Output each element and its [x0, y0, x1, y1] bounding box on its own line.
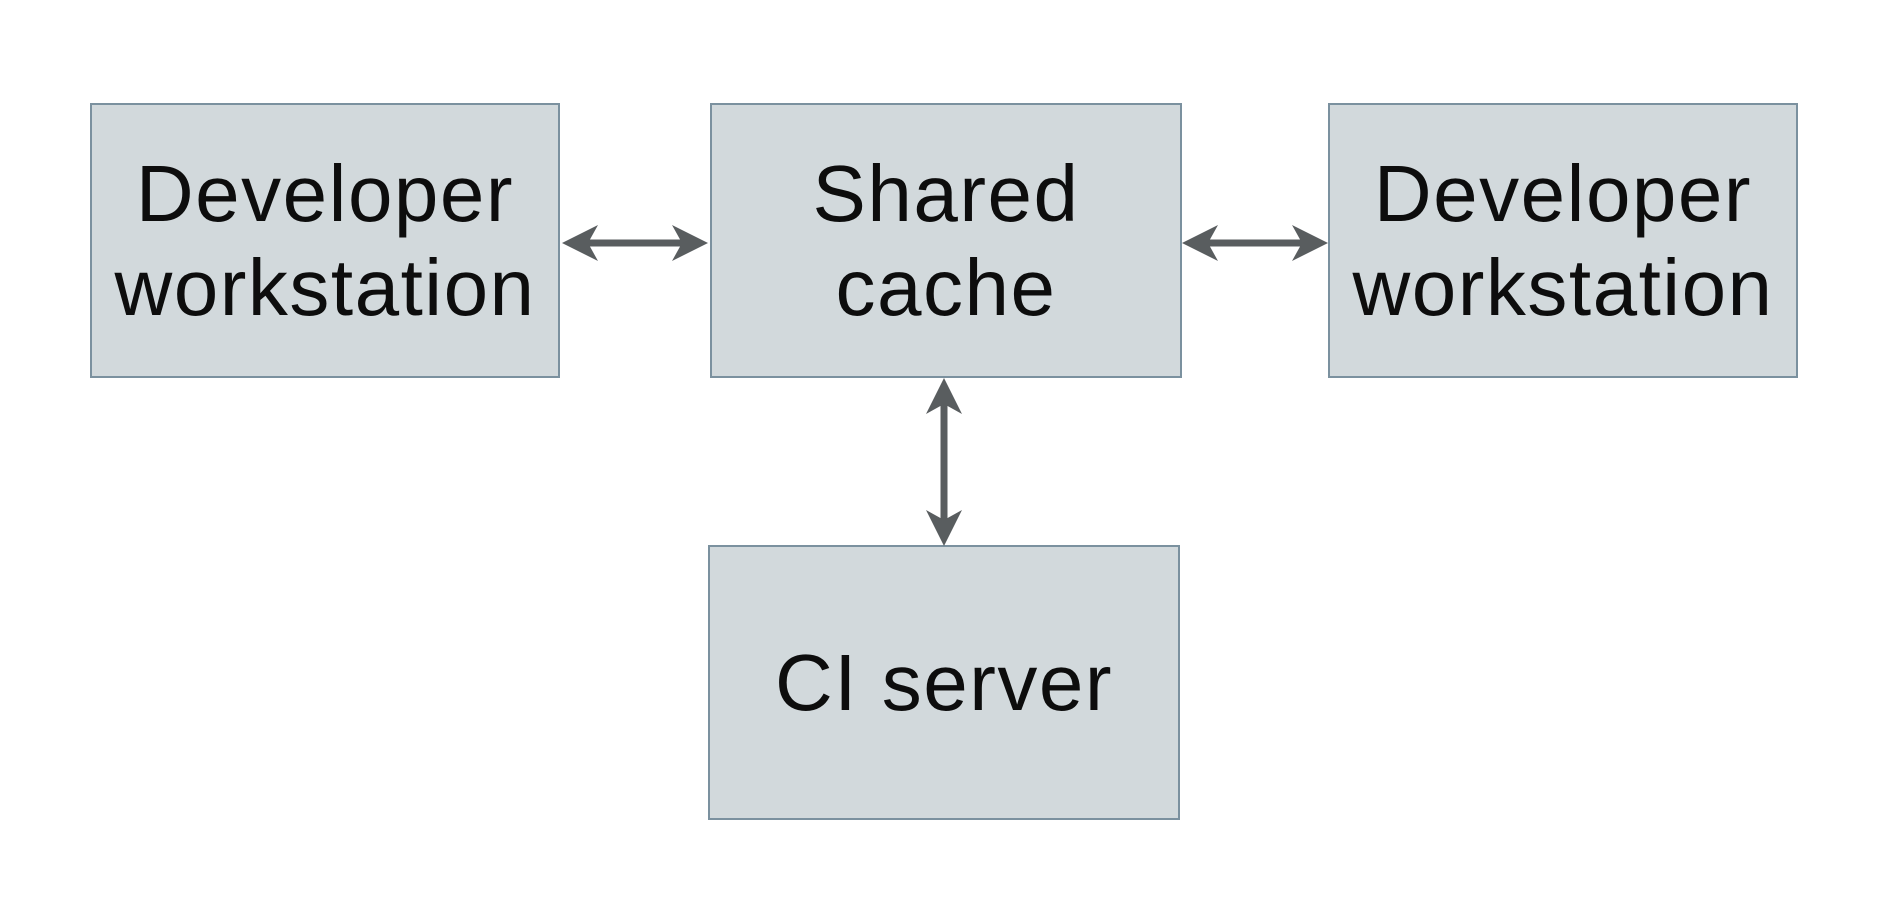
bidirectional-arrow-cache-to-ci-server [926, 378, 962, 546]
node-developer-workstation-left: Developer workstation [90, 103, 560, 378]
bidirectional-arrow-left-workstation-to-cache [562, 225, 708, 261]
node-label-developer-workstation-right: Developer workstation [1352, 148, 1774, 332]
node-ci-server: CI server [708, 545, 1180, 820]
node-label-shared-cache: Shared cache [812, 148, 1080, 332]
bidirectional-arrow-cache-to-right-workstation [1182, 225, 1328, 261]
node-label-developer-workstation-left: Developer workstation [114, 148, 536, 332]
node-label-ci-server: CI server [775, 637, 1113, 727]
node-shared-cache: Shared cache [710, 103, 1182, 378]
node-developer-workstation-right: Developer workstation [1328, 103, 1798, 378]
